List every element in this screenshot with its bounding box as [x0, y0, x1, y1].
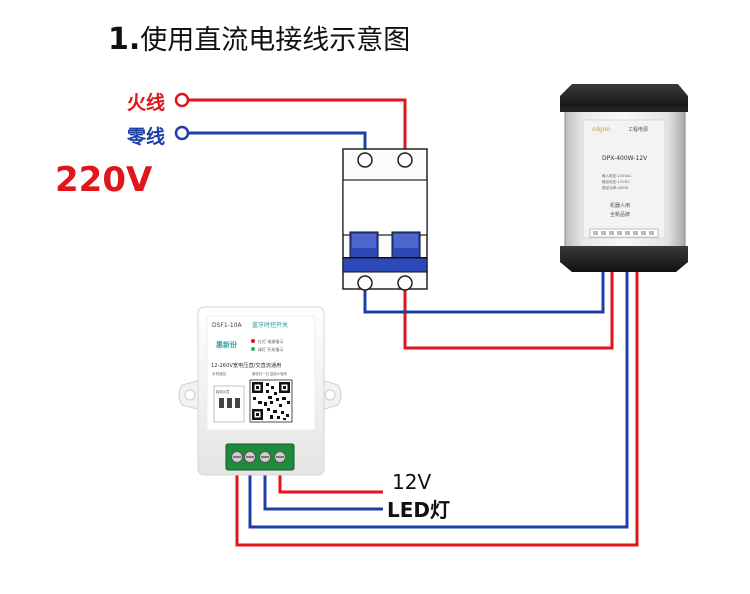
timer-switch-module: DSF1-10A 蓝牙时控开关 惠新份 红灯 电源指示 绿灯 开关指示 12-2…: [178, 306, 342, 476]
live-wire-label: 火线: [127, 92, 166, 114]
breaker-neutral-out-wire: [363, 262, 605, 314]
power-supply: sdgoo 工程电源 DPX-400W-12V 输入电压:220VAC 输出电压…: [560, 84, 688, 272]
psu-slogan-line-1: 机器人用: [610, 202, 630, 209]
module-mini-label: 接线示意: [216, 389, 230, 394]
wires: [188, 98, 639, 547]
live-mains-wire: [188, 98, 407, 160]
psu-spec-line-1: 输入电压:220VAC: [602, 173, 632, 178]
led-positive-wire: [278, 470, 383, 494]
terminal-screws: [231, 451, 286, 463]
dc-negative-wire: [248, 262, 629, 529]
psu-spec-line-3: 额定功率:400W: [602, 185, 628, 190]
psu-model: DPX-400W-12V: [602, 155, 648, 162]
mains-voltage-label: 220V: [55, 160, 153, 200]
breaker-top-terminal-right: [397, 152, 413, 168]
led-load-label: LED灯: [387, 498, 451, 522]
module-name: 蓝牙时控开关: [252, 321, 288, 329]
module-indicator-line-1: 红灯 电源指示: [258, 338, 283, 344]
qr-code: [249, 379, 293, 423]
module-voltage-line: 12-260V宽电压直/交直流通用: [211, 361, 281, 369]
red-led-indicator: [251, 339, 255, 343]
psu-brand: sdgoo: [592, 126, 610, 133]
title-number: 1.: [108, 22, 141, 57]
psu-slogan-line-2: 全新品牌: [610, 211, 630, 218]
breaker-bottom-terminal-right: [397, 275, 413, 291]
module-indicator-line-2: 绿灯 开关指示: [258, 346, 283, 352]
breaker-live-out-wire: [403, 262, 614, 350]
module-note-line: 手机遥控: [212, 371, 227, 376]
dc-positive-wire: [235, 262, 639, 547]
neutral-mains-wire: [188, 131, 367, 160]
module-model: DSF1-10A: [212, 322, 242, 329]
module-brand: 惠新份: [216, 340, 238, 349]
diagram-title: 1.使用直流电接线示意图: [108, 18, 410, 57]
module-scan-hint: 微信扫一扫 复制小程序: [252, 371, 288, 376]
dc-voltage-label: 12V: [392, 470, 432, 494]
live-terminal: [174, 92, 190, 108]
psu-terminal-strip: [589, 228, 659, 238]
title-text: 使用直流电接线示意图: [140, 25, 411, 56]
psu-label-panel: [582, 119, 666, 239]
breaker-bottom-terminal-left: [357, 275, 373, 291]
circuit-breaker: [342, 148, 428, 291]
neutral-terminal: [174, 125, 190, 141]
psu-spec-line-2: 输出电压:12VDC: [602, 179, 630, 184]
green-led-indicator: [251, 347, 255, 351]
breaker-top-terminal-left: [357, 152, 373, 168]
neutral-wire-label: 零线: [127, 126, 166, 148]
led-negative-wire: [263, 470, 383, 511]
psu-top-text: 工程电源: [628, 126, 648, 133]
